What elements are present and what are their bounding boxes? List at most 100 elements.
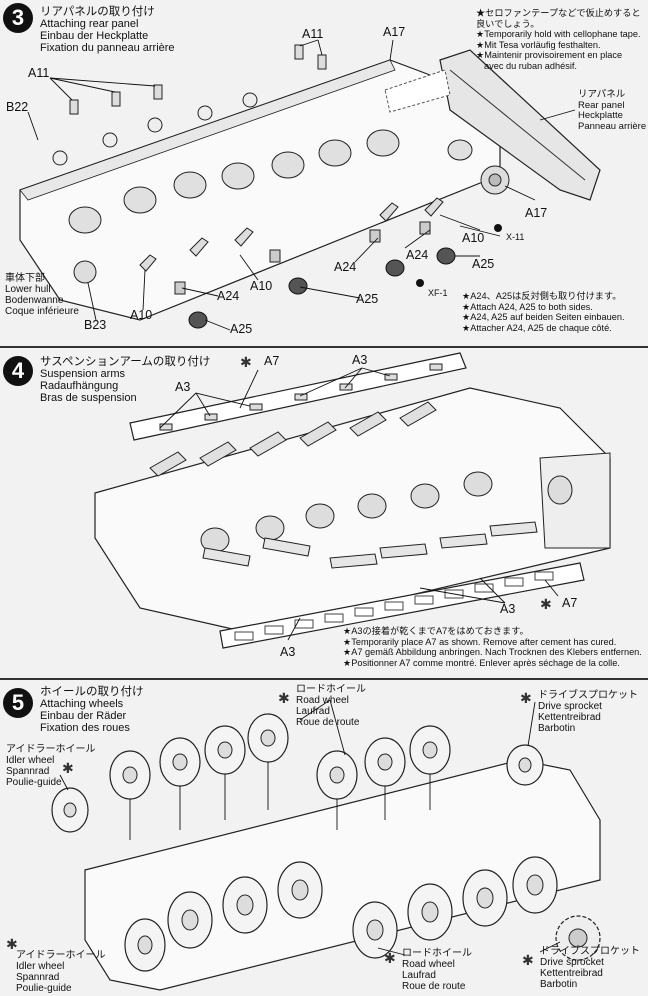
title-jp: サスペンションアームの取り付け (40, 356, 211, 368)
note-line: リアパネル (578, 89, 626, 100)
label-a25-right: A25 (472, 257, 495, 271)
label-xf1: XF-1 (428, 288, 448, 298)
label-x11: X-11 (506, 232, 525, 242)
note-line: ロードホイール (402, 948, 472, 959)
section-divider (0, 678, 648, 680)
step-title: リアパネルの取り付け Attaching rear panel Einbau d… (40, 6, 175, 54)
note-line: ★Maintenir provisoirement en place (476, 50, 623, 60)
note-line: Heckplatte (578, 110, 623, 121)
cement-icon: ✱ (62, 760, 74, 776)
note-line: Drive sprocket (540, 957, 604, 968)
label-a7-right: A7 (562, 596, 578, 610)
step-4-drawing (94, 352, 611, 649)
title-en: Attaching rear panel (40, 18, 139, 30)
note-line: ★Temporarily place A7 as shown. Remove a… (343, 636, 617, 647)
title-fr: Bras de suspension (40, 392, 137, 404)
label-a17-top: A17 (383, 25, 406, 39)
step-number: 5 (3, 688, 33, 718)
note-line: Poulie-guide (6, 777, 62, 788)
label-b23: B23 (84, 318, 107, 332)
note-line: 車体下部 (5, 273, 45, 284)
label-a25-low: A25 (230, 322, 253, 336)
note-line: Poulie-guide (16, 983, 72, 994)
label-a10-mid: A10 (250, 279, 273, 293)
label-a7-top: A7 (264, 354, 280, 368)
step-title: サスペンションアームの取り付け Suspension arms Radaufhä… (40, 356, 210, 404)
label-a3-left: A3 (175, 380, 191, 394)
label-a24-mid2: A24 (406, 248, 429, 262)
note-line: Kettentreibrad (540, 968, 603, 979)
note-line: 良いでしょう。 (476, 18, 540, 29)
note-line: Laufrad (296, 706, 330, 717)
note-line: Idler wheel (16, 961, 65, 972)
note-line: Kettentreibrad (538, 712, 601, 723)
label-a3-bottom-right: A3 (500, 602, 516, 616)
note-line: ドライブスプロケット (538, 690, 638, 701)
note-line: ロードホイール (296, 684, 366, 695)
idler-bottom-label: アイドラーホイール Idler wheel Spannrad Poulie-gu… (16, 950, 106, 994)
label-a17-right: A17 (525, 206, 548, 220)
label-a11-left: A11 (28, 66, 50, 80)
note-line: Roue de route (296, 717, 360, 728)
cement-icon: ✱ (384, 950, 396, 966)
note-line: Spannrad (6, 766, 50, 777)
label-b22: B22 (6, 100, 29, 114)
title-de: Einbau der Räder (40, 710, 127, 722)
step-number: 3 (3, 3, 33, 33)
title-jp: ホイールの取り付け (40, 686, 144, 698)
step-4: 4 サスペンションアームの取り付け Suspension arms Radauf… (0, 348, 648, 678)
note-line: ★Attacher A24, A25 de chaque côté. (462, 322, 612, 333)
note-line: avec du ruban adhésif. (484, 60, 577, 71)
note-line: Lower hull (5, 284, 51, 295)
label-a25-mid: A25 (356, 292, 379, 306)
cement-icon: ✱ (522, 952, 534, 968)
note-line: Road wheel (402, 959, 455, 970)
label-a10-right: A10 (462, 231, 485, 245)
note-line: Spannrad (16, 972, 60, 983)
cement-icon: ✱ (6, 936, 18, 952)
label-a24-mid1: A24 (334, 260, 357, 274)
title-en: Attaching wheels (40, 698, 124, 710)
label-a3-bottom: A3 (280, 645, 296, 659)
note-line: ★A7 gemäß Abbildung anbringen. Nach Troc… (343, 647, 642, 657)
cement-icon: ✱ (278, 690, 290, 706)
title-jp: リアパネルの取り付け (40, 6, 155, 18)
rear-panel-label: リアパネル Rear panel Heckplatte Panneau arri… (578, 89, 647, 132)
idler-top-label: アイドラーホイール Idler wheel Spannrad Poulie-gu… (6, 744, 96, 788)
label-a24-low: A24 (217, 289, 240, 303)
cement-icon: ✱ (520, 690, 532, 706)
note-line: ★セロファンテープなどで仮止めすると (476, 8, 641, 18)
drive-sprocket-top-label: ドライブスプロケット Drive sprocket Kettentreibrad… (538, 690, 638, 734)
label-a11-top: A11 (302, 27, 324, 41)
note-line: Panneau arrière (578, 120, 647, 132)
step-5-drawing (51, 699, 601, 991)
note-line: ★A3の接着が乾くまでA7をはめておきます。 (343, 626, 529, 636)
title-de: Einbau der Heckplatte (40, 30, 149, 42)
drive-sprocket-bottom-label: ドライブスプロケット Drive sprocket Kettentreibrad… (540, 946, 640, 990)
note-line: Barbotin (540, 979, 578, 990)
both-sides-note: ★A24、A25は反対側も取り付けます。 ★Attach A24, A25 to… (462, 291, 625, 333)
lower-hull-label: 車体下部 Lower hull Bodenwanne Coque inférie… (5, 273, 79, 317)
note-line: アイドラーホイール (6, 744, 96, 755)
step-5: 5 ホイールの取り付け Attaching wheels Einbau der … (0, 680, 648, 996)
title-de: Radaufhängung (40, 380, 119, 392)
step-3: 3 リアパネルの取り付け Attaching rear panel Einbau… (0, 0, 648, 345)
title-fr: Fixation des roues (40, 722, 130, 734)
note-line: ★Positionner A7 comme montré. Enlever ap… (343, 657, 620, 668)
note-line: Bodenwanne (5, 295, 64, 306)
note-line: Idler wheel (6, 755, 55, 766)
tape-note: ★セロファンテープなどで仮止めすると 良いでしょう。 ★Temporarily … (476, 8, 641, 71)
step-title: ホイールの取り付け Attaching wheels Einbau der Rä… (40, 686, 144, 734)
note-line: Rear panel (578, 99, 625, 111)
note-line: アイドラーホイール (16, 950, 106, 961)
note-line: ★A24、A25は反対側も取り付けます。 (462, 291, 622, 301)
note-line: ★A24, A25 auf beiden Seiten einbauen. (462, 312, 625, 322)
label-a10-left: A10 (130, 308, 153, 322)
title-fr: Fixation du panneau arrière (40, 42, 175, 54)
step-3-drawing (19, 39, 601, 331)
a7-note: ★A3の接着が乾くまでA7をはめておきます。 ★Temporarily plac… (343, 626, 642, 668)
note-line: Coque inférieure (5, 306, 79, 317)
note-line: ドライブスプロケット (540, 946, 640, 957)
note-line: Barbotin (538, 723, 576, 734)
note-line: Drive sprocket (538, 701, 602, 712)
